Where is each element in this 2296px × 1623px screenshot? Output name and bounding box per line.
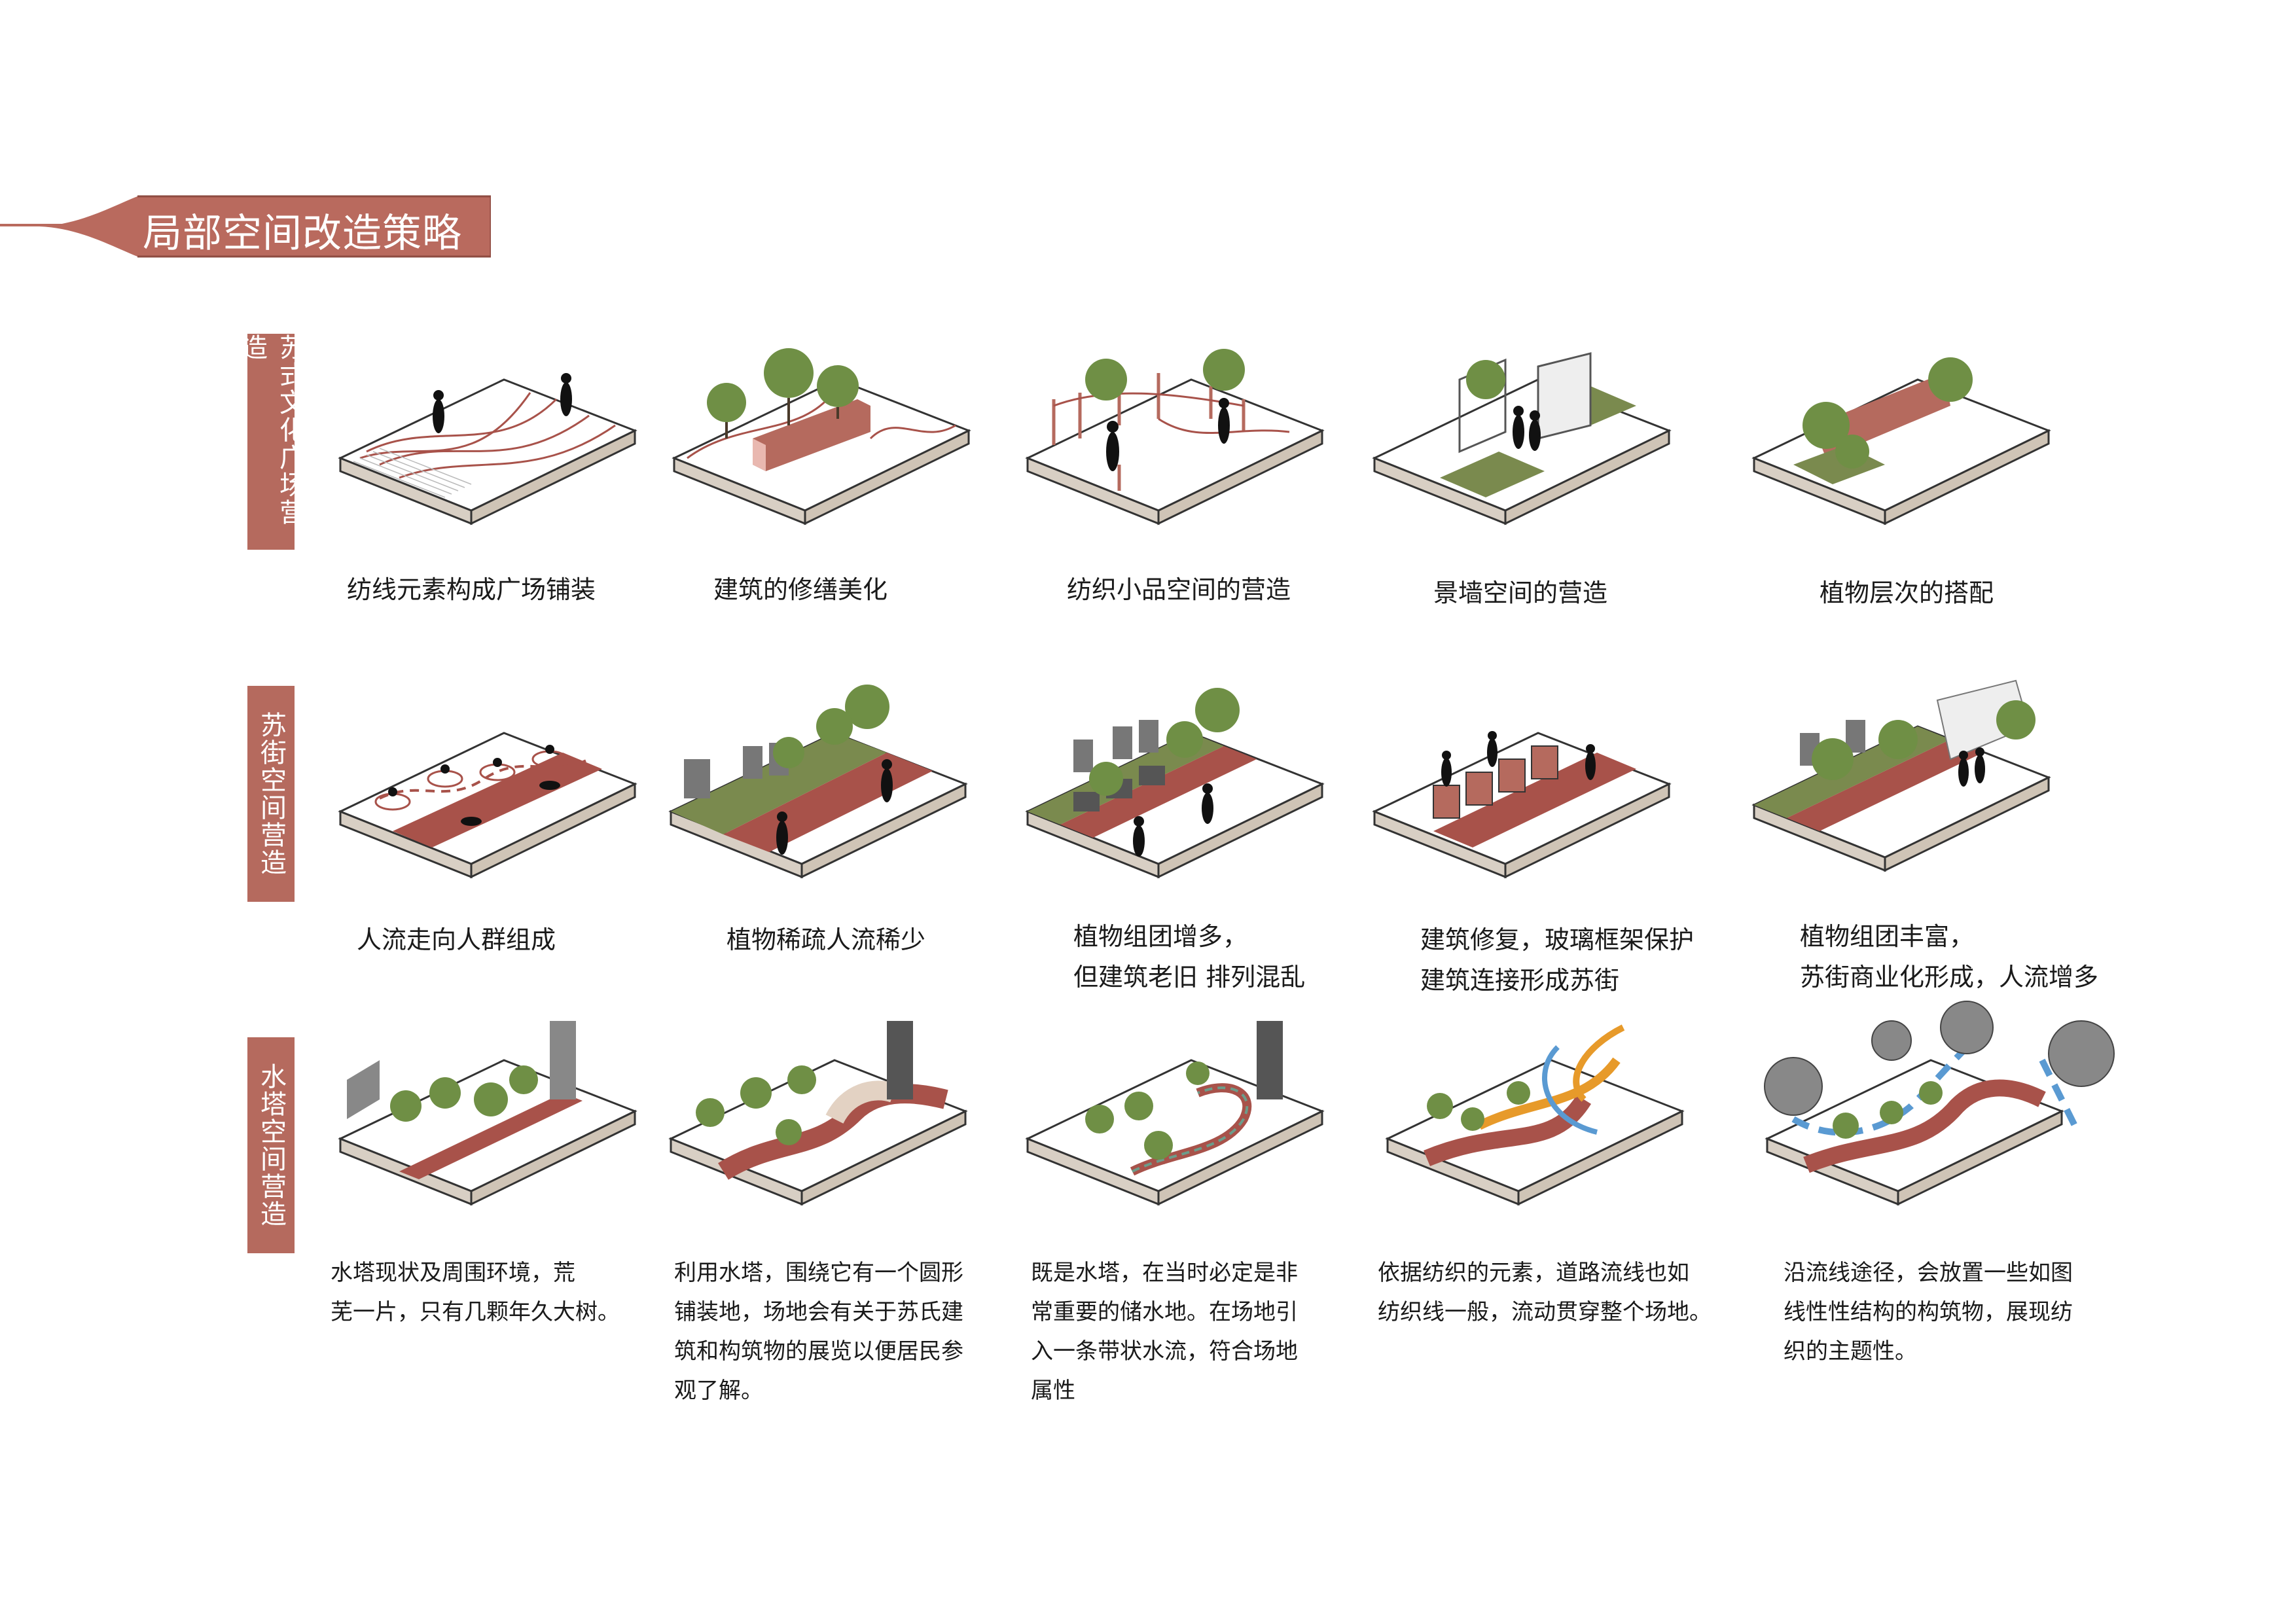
row-label-street-text: 苏街空间营造 xyxy=(256,711,286,876)
desc-water-tower-current: 水塔现状及周围环境，荒 芜一片，只有几颗年久大树。 xyxy=(331,1253,620,1332)
row-label-street: 苏街空间营造 xyxy=(247,686,295,902)
desc-line: 纺织线一般，流动贯穿整个场地。 xyxy=(1378,1299,1712,1325)
caption-line: 建筑的修缮美化 xyxy=(713,575,888,604)
caption-line: 植物稀疏人流稀少 xyxy=(726,925,926,954)
caption-line: 建筑连接形成苏街 xyxy=(1420,966,1620,995)
row-label-water-tower-text: 水塔空间营造 xyxy=(256,1063,286,1228)
desc-line: 利用水塔，围绕它有一个圆形 xyxy=(674,1260,963,1286)
caption-pedestrian-flow: 人流走向人群组成 xyxy=(357,919,556,960)
caption-line: 植物组团增多， xyxy=(1073,922,1248,951)
caption-commercial-street: 植物组团丰富， 苏街商业化形成，人流增多 xyxy=(1800,916,2098,997)
desc-line: 线性性结构的构筑物，展现纺 xyxy=(1784,1299,2073,1325)
desc-line: 沿流线途径，会放置一些如图 xyxy=(1784,1260,2073,1286)
title-rule xyxy=(0,224,79,226)
desc-linear-structures: 沿流线途径，会放置一些如图 线性性结构的构筑物，展现纺 织的主题性。 xyxy=(1784,1253,2073,1371)
caption-line: 景墙空间的营造 xyxy=(1433,579,1608,607)
caption-line: 纺线元素构成广场铺装 xyxy=(347,575,596,604)
caption-landscape-wall: 景墙空间的营造 xyxy=(1433,573,1607,613)
caption-line: 苏街商业化形成，人流增多 xyxy=(1800,963,2099,991)
caption-line: 建筑修复，玻璃框架保护 xyxy=(1420,925,1695,954)
caption-building-repair: 建筑的修缮美化 xyxy=(713,569,888,610)
caption-sparse-planting: 植物稀疏人流稀少 xyxy=(726,919,925,960)
caption-line: 但建筑老旧 排列混乱 xyxy=(1073,963,1306,991)
desc-line: 既是水塔，在当时必定是非 xyxy=(1031,1260,1298,1286)
desc-line: 芜一片，只有几颗年久大树。 xyxy=(331,1299,620,1325)
desc-line: 入一条带状水流，符合场地 xyxy=(1031,1338,1298,1364)
caption-line: 纺织小品空间的营造 xyxy=(1067,575,1291,604)
caption-old-buildings: 植物组团增多， 但建筑老旧 排列混乱 xyxy=(1073,916,1305,997)
desc-line: 属性 xyxy=(1031,1378,1075,1404)
row-label-plaza-text: 苏式文化广场营造 xyxy=(237,334,305,526)
desc-line: 织的主题性。 xyxy=(1784,1338,1917,1364)
desc-line: 铺装地，场地会有关于苏氏建 xyxy=(674,1299,963,1325)
caption-plant-layering: 植物层次的搭配 xyxy=(1820,573,1994,613)
desc-line: 水塔现状及周围环境，荒 xyxy=(331,1260,575,1286)
page-title: 局部空间改造策略 xyxy=(143,211,462,257)
row-label-plaza: 苏式文化广场营造 xyxy=(237,334,305,550)
caption-textile-installation: 纺织小品空间的营造 xyxy=(1067,569,1291,610)
caption-glass-frame: 建筑修复，玻璃框架保护 建筑连接形成苏街 xyxy=(1420,919,1694,1001)
desc-textile-path: 依据纺织的元素，道路流线也如 纺织线一般，流动贯穿整个场地。 xyxy=(1378,1253,1712,1332)
caption-line: 植物层次的搭配 xyxy=(1820,579,1994,607)
title-banner xyxy=(39,195,491,258)
caption-plaza-paving: 纺线元素构成广场铺装 xyxy=(347,569,596,610)
desc-line: 常重要的储水地。在场地引 xyxy=(1031,1299,1298,1325)
caption-line: 人流走向人群组成 xyxy=(357,925,556,954)
desc-line: 筑和构筑物的展览以便居民参 xyxy=(674,1338,963,1364)
desc-water-stream: 既是水塔，在当时必定是非 常重要的储水地。在场地引 入一条带状水流，符合场地 属… xyxy=(1031,1253,1312,1410)
desc-line: 观了解。 xyxy=(674,1378,763,1404)
desc-line: 依据纺织的元素，道路流线也如 xyxy=(1378,1260,1689,1286)
caption-line: 植物组团丰富， xyxy=(1800,922,1975,951)
desc-round-paving: 利用水塔，围绕它有一个圆形 铺装地，场地会有关于苏氏建 筑和构筑物的展览以便居民… xyxy=(674,1253,963,1410)
row-label-water-tower: 水塔空间营造 xyxy=(247,1037,295,1253)
